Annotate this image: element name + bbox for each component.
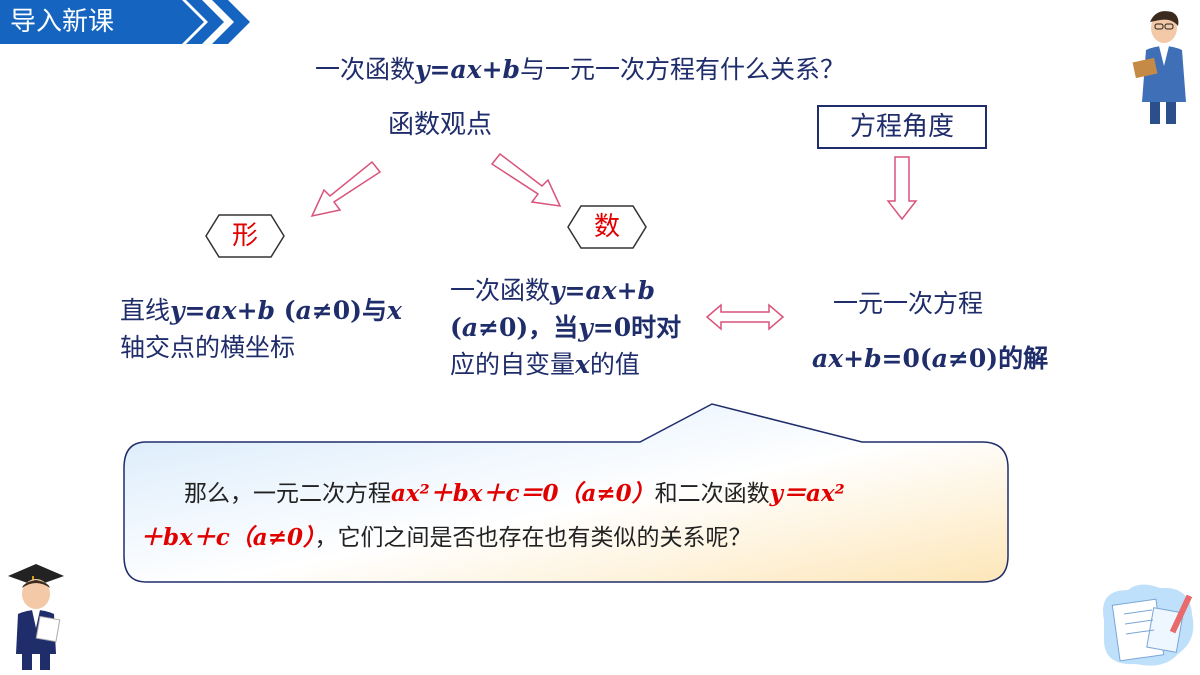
equation-view-box: 方程角度 [817, 105, 987, 149]
shape-desc-var: a [295, 296, 312, 325]
bubble-question: ，它们之间是否也存在也有类似的关系呢？ [314, 525, 752, 551]
number-label: 数 [593, 212, 620, 242]
eq-zero: =0( [881, 344, 932, 373]
shape-desc-formula: y=ax+b [170, 296, 276, 325]
question-formula: y=ax+b [415, 55, 521, 84]
eq-a: a [931, 344, 948, 373]
shape-desc-paren: ( [275, 296, 296, 325]
number-desc-value: 的值 [589, 350, 640, 379]
number-desc-when: ≠0)，当 [478, 313, 579, 342]
speech-bubble [123, 403, 1009, 583]
shape-description: 直线y=ax+b (a≠0)与x 轴交点的横坐标 [120, 292, 402, 366]
number-description: 一次函数y=ax+b (a≠0)，当y=0时对 应的自变量x的值 [450, 272, 681, 383]
shape-desc-line2: 轴交点的横坐标 [120, 333, 296, 362]
shape-desc-x: x [386, 296, 402, 325]
teacher-illustration-icon [1132, 11, 1186, 124]
section-title: 导入新课 [10, 7, 115, 37]
section-banner: 导入新课 [0, 0, 160, 44]
function-view-label: 函数观点 [388, 110, 493, 140]
banner-chevrons-icon [160, 0, 250, 44]
shape-desc-text: 直线 [120, 296, 171, 325]
number-desc-formula: y=ax+b [550, 276, 656, 305]
math-notebook-icon [1103, 584, 1194, 666]
student-illustration-icon [8, 564, 64, 670]
bubble-quadratic-function: y＝ax² [769, 480, 845, 507]
main-question: 一次函数y=ax+b与一元一次方程有什么关系？ [315, 50, 845, 86]
number-hexagon [567, 205, 647, 249]
bubble-quadratic-equation: ax²＋bx＋c＝0（a≠0） [391, 480, 655, 507]
eq-ax: ax [812, 344, 844, 373]
number-desc-paren: ( [450, 313, 462, 342]
number-desc-y: y [578, 313, 593, 342]
number-desc-text: 一次函数 [450, 276, 551, 305]
number-desc-x: x [575, 350, 590, 379]
question-suffix: 与一元一次方程有什么关系？ [520, 55, 846, 84]
equation-desc-line1: 一元一次方程 [833, 289, 984, 318]
shape-desc-cond: ≠0)与 [311, 296, 387, 325]
eq-plus: + [843, 344, 865, 373]
shape-hexagon [205, 214, 285, 258]
shape-label: 形 [231, 221, 258, 251]
down-arrow-icon [886, 156, 918, 221]
eq-solution: ≠0)的解 [947, 344, 1049, 373]
number-desc-eq: =0时对 [592, 313, 682, 342]
bubble-quadratic-function-cont: ＋bx＋c（a≠0） [140, 524, 315, 551]
branch-arrows-icon [310, 152, 562, 218]
number-desc-line3: 应的自变量 [450, 350, 576, 379]
double-arrow-icon [705, 303, 785, 331]
bubble-content: 那么，一元二次方程ax²＋bx＋c＝0（a≠0）和二次函数y＝ax² ＋bx＋c… [140, 472, 1000, 560]
eq-b: b [864, 344, 882, 373]
bubble-text-b: 和二次函数 [654, 481, 770, 507]
question-prefix: 一次函数 [315, 55, 416, 84]
number-desc-var: a [461, 313, 479, 342]
equation-desc-line2: ax+b=0(a≠0)的解 [812, 340, 1048, 377]
bubble-text-a: 那么，一元二次方程 [184, 481, 391, 507]
